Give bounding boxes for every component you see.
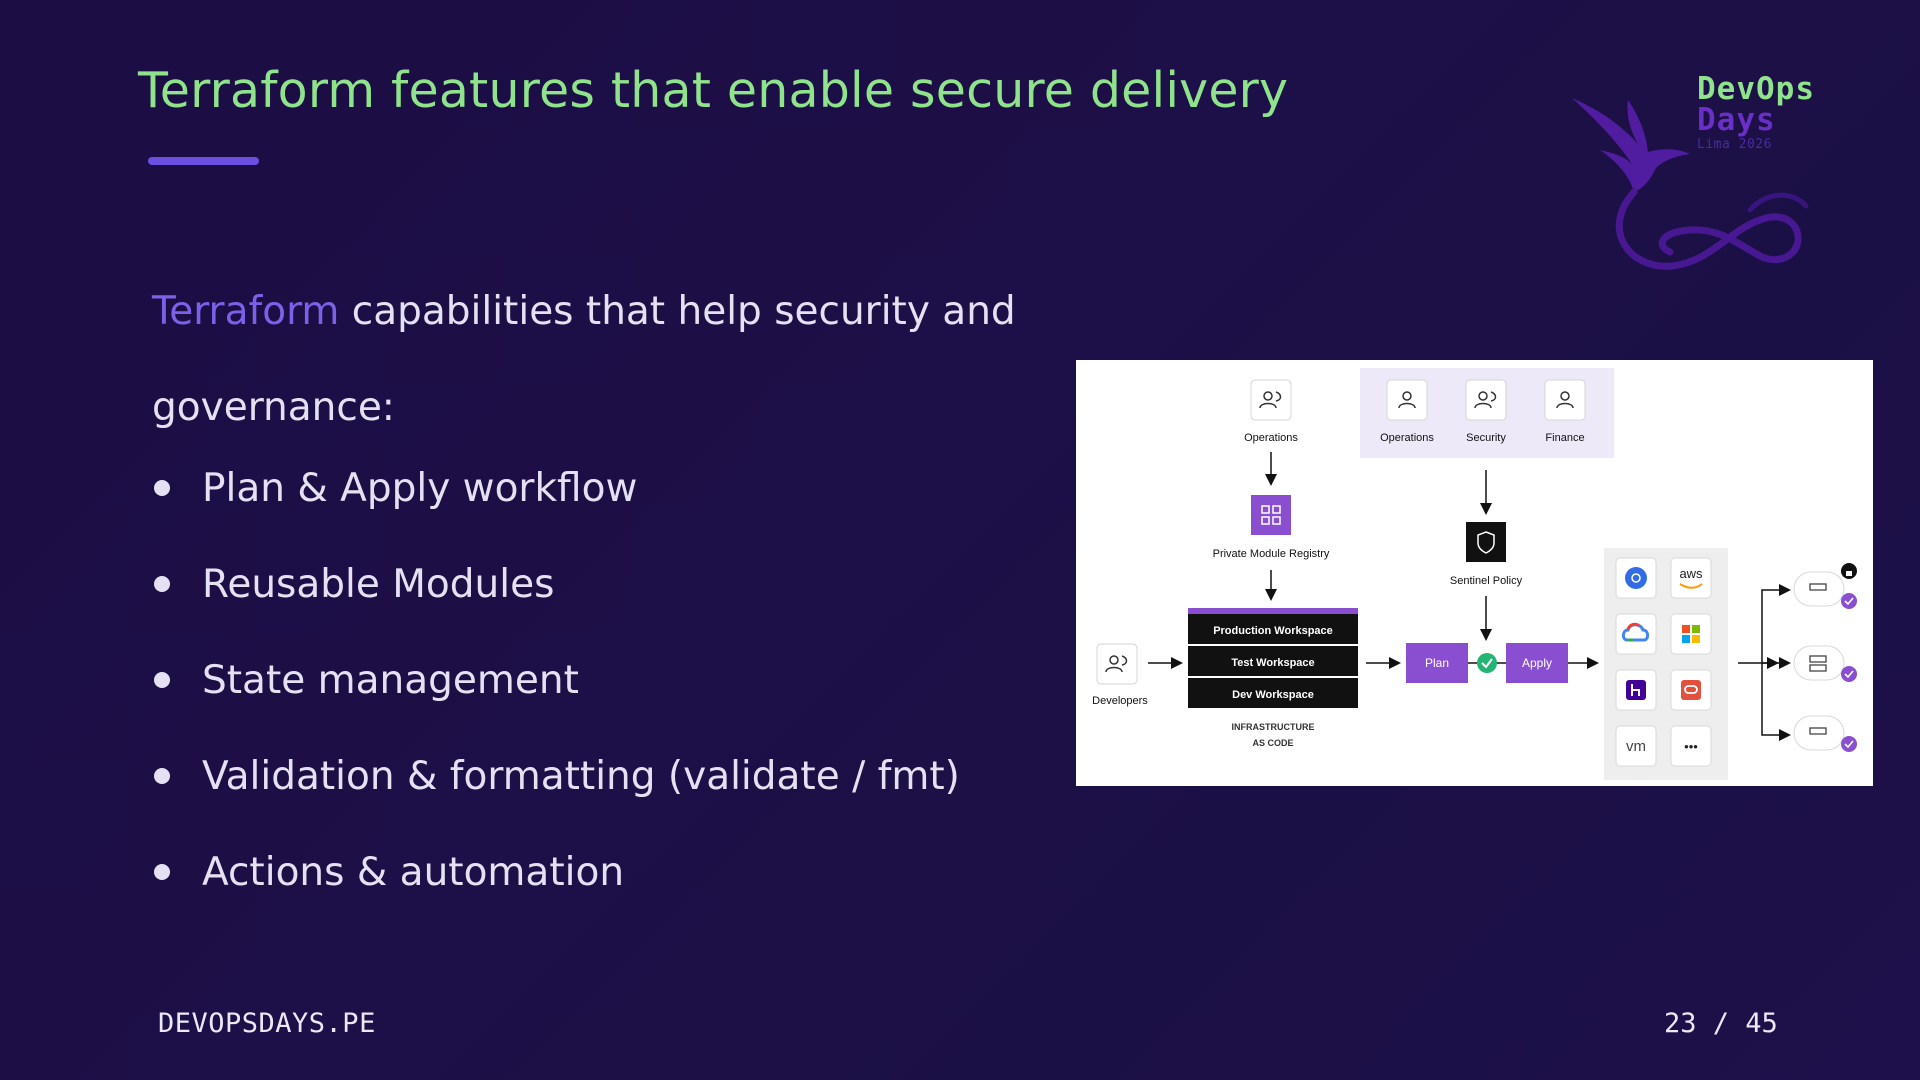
user-icon (1398, 391, 1416, 409)
operations-left-label: Operations (1244, 432, 1298, 444)
logo-wordmark: DevOps Days Lima 2026 (1697, 74, 1815, 154)
workspace-production: Production Workspace (1213, 625, 1333, 637)
feature-item: Reusable Modules (152, 536, 960, 632)
bullet-icon (154, 768, 170, 784)
verified-icon (1841, 736, 1857, 752)
bullet-icon (154, 672, 170, 688)
apply-label: Apply (1522, 656, 1552, 670)
developers-label: Developers (1092, 695, 1148, 707)
title-underline (148, 157, 259, 165)
bullet-icon (154, 480, 170, 496)
logo-line-3: Lima 2026 (1697, 137, 1772, 152)
users-icon (1259, 391, 1282, 409)
feature-item: Validation & formatting (validate / fmt) (152, 728, 960, 824)
sentinel-label: Sentinel Policy (1450, 575, 1523, 587)
feature-label: Reusable Modules (202, 561, 555, 607)
oracle-icon (1681, 680, 1701, 700)
hummingbird-icon (1572, 98, 1809, 270)
feature-item: State management (152, 632, 960, 728)
bullet-icon (154, 576, 170, 592)
resource-node (1793, 563, 1857, 609)
workspace-test: Test Workspace (1231, 657, 1314, 669)
users-icon (1105, 655, 1128, 673)
operations-node: Operations (1244, 379, 1298, 444)
feature-label: Validation & formatting (validate / fmt) (202, 753, 960, 799)
registry-node: Private Module Registry (1213, 495, 1330, 560)
developers-node: Developers (1092, 643, 1148, 707)
resource-node (1793, 715, 1857, 752)
more-icon: ••• (1684, 739, 1698, 754)
team-security: Security (1465, 379, 1507, 444)
vmware-icon: vm (1626, 738, 1646, 755)
workspace-dev: Dev Workspace (1232, 689, 1314, 701)
iac-label-1: INFRASTRUCTURE (1232, 722, 1315, 732)
feature-label: Plan & Apply workflow (202, 465, 638, 511)
team-operations-label: Operations (1380, 432, 1434, 444)
workspaces-block: Production Workspace Test Workspace Dev … (1188, 608, 1358, 748)
terraform-workflow-diagram: Operations Private Module Registry Opera… (1076, 360, 1873, 786)
feature-label: Actions & automation (202, 849, 625, 895)
registry-label: Private Module Registry (1213, 548, 1330, 560)
user-icon (1556, 391, 1574, 409)
feature-label: State management (202, 657, 579, 703)
check-icon (1477, 653, 1497, 673)
devopsdays-logo (1572, 98, 1809, 270)
intro-text: Terraform capabilities that help securit… (152, 264, 1072, 456)
kubernetes-icon (1625, 567, 1647, 589)
google-cloud-icon (1621, 622, 1650, 642)
grid-icon (1261, 505, 1281, 525)
team-finance: Finance (1544, 379, 1586, 444)
aws-icon: aws (1679, 566, 1703, 581)
slide-title: Terraform features that enable secure de… (138, 62, 1289, 119)
users-icon (1474, 391, 1497, 409)
footer-site: DEVOPSDAYS.PE (158, 1008, 376, 1039)
shield-icon (1477, 531, 1495, 554)
feature-item: Plan & Apply workflow (152, 440, 960, 536)
resource-node (1793, 645, 1857, 682)
intro-rest: capabilities that help security and gove… (152, 289, 1016, 430)
intro-accent: Terraform (152, 289, 340, 334)
bullet-icon (154, 864, 170, 880)
team-finance-label: Finance (1545, 432, 1584, 444)
heroku-icon (1626, 680, 1646, 700)
plan-label: Plan (1425, 656, 1449, 670)
logo-line-2: Days (1697, 102, 1776, 138)
providers-grid: aws vm •• (1604, 548, 1728, 780)
sentinel-node: Sentinel Policy (1450, 522, 1523, 587)
apply-node: Apply (1506, 643, 1568, 683)
plan-node: Plan (1406, 643, 1468, 683)
page-number: 23 / 45 (1664, 1008, 1778, 1039)
verified-icon (1841, 593, 1857, 609)
logo-line-1: DevOps (1697, 71, 1815, 107)
feature-list: Plan & Apply workflow Reusable Modules S… (152, 440, 960, 920)
microsoft-icon (1682, 625, 1700, 643)
feature-item: Actions & automation (152, 824, 960, 920)
team-security-label: Security (1466, 432, 1506, 444)
team-operations: Operations (1380, 379, 1434, 444)
verified-icon (1841, 666, 1857, 682)
iac-label-2: AS CODE (1252, 738, 1293, 748)
